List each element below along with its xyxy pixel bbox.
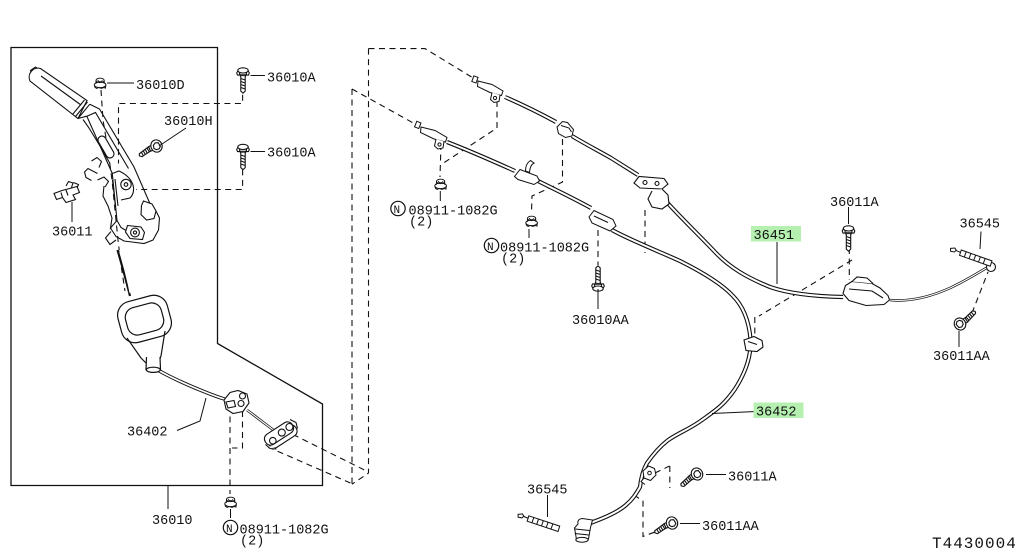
svg-text:36010D: 36010D [136,79,185,94]
svg-text:(2): (2) [240,535,264,550]
svg-text:36402: 36402 [127,426,168,441]
svg-text:36452: 36452 [756,406,797,421]
svg-text:(2): (2) [409,216,433,231]
svg-text:36545: 36545 [527,484,568,499]
svg-text:08911-1082G: 08911-1082G [240,524,329,539]
svg-text:36011AA: 36011AA [933,350,991,365]
svg-text:N: N [394,205,401,217]
svg-text:36451: 36451 [754,229,795,244]
svg-text:36010H: 36010H [164,115,213,130]
svg-text:36545: 36545 [960,218,1001,233]
svg-text:N: N [487,242,494,254]
svg-text:36011A: 36011A [830,196,880,211]
svg-text:N: N [226,524,233,536]
svg-text:T4430004: T4430004 [932,535,1017,553]
svg-text:36011: 36011 [52,226,93,241]
svg-text:(2): (2) [501,253,525,268]
svg-text:36010: 36010 [152,514,193,529]
svg-text:08911-1082G: 08911-1082G [500,242,589,257]
svg-text:36011AA: 36011AA [702,520,760,535]
svg-text:36011A: 36011A [728,471,778,486]
svg-text:36010AA: 36010AA [572,314,630,329]
svg-text:36010A: 36010A [267,72,317,87]
svg-text:36010A: 36010A [267,147,317,162]
svg-text:08911-1082G: 08911-1082G [409,205,498,220]
